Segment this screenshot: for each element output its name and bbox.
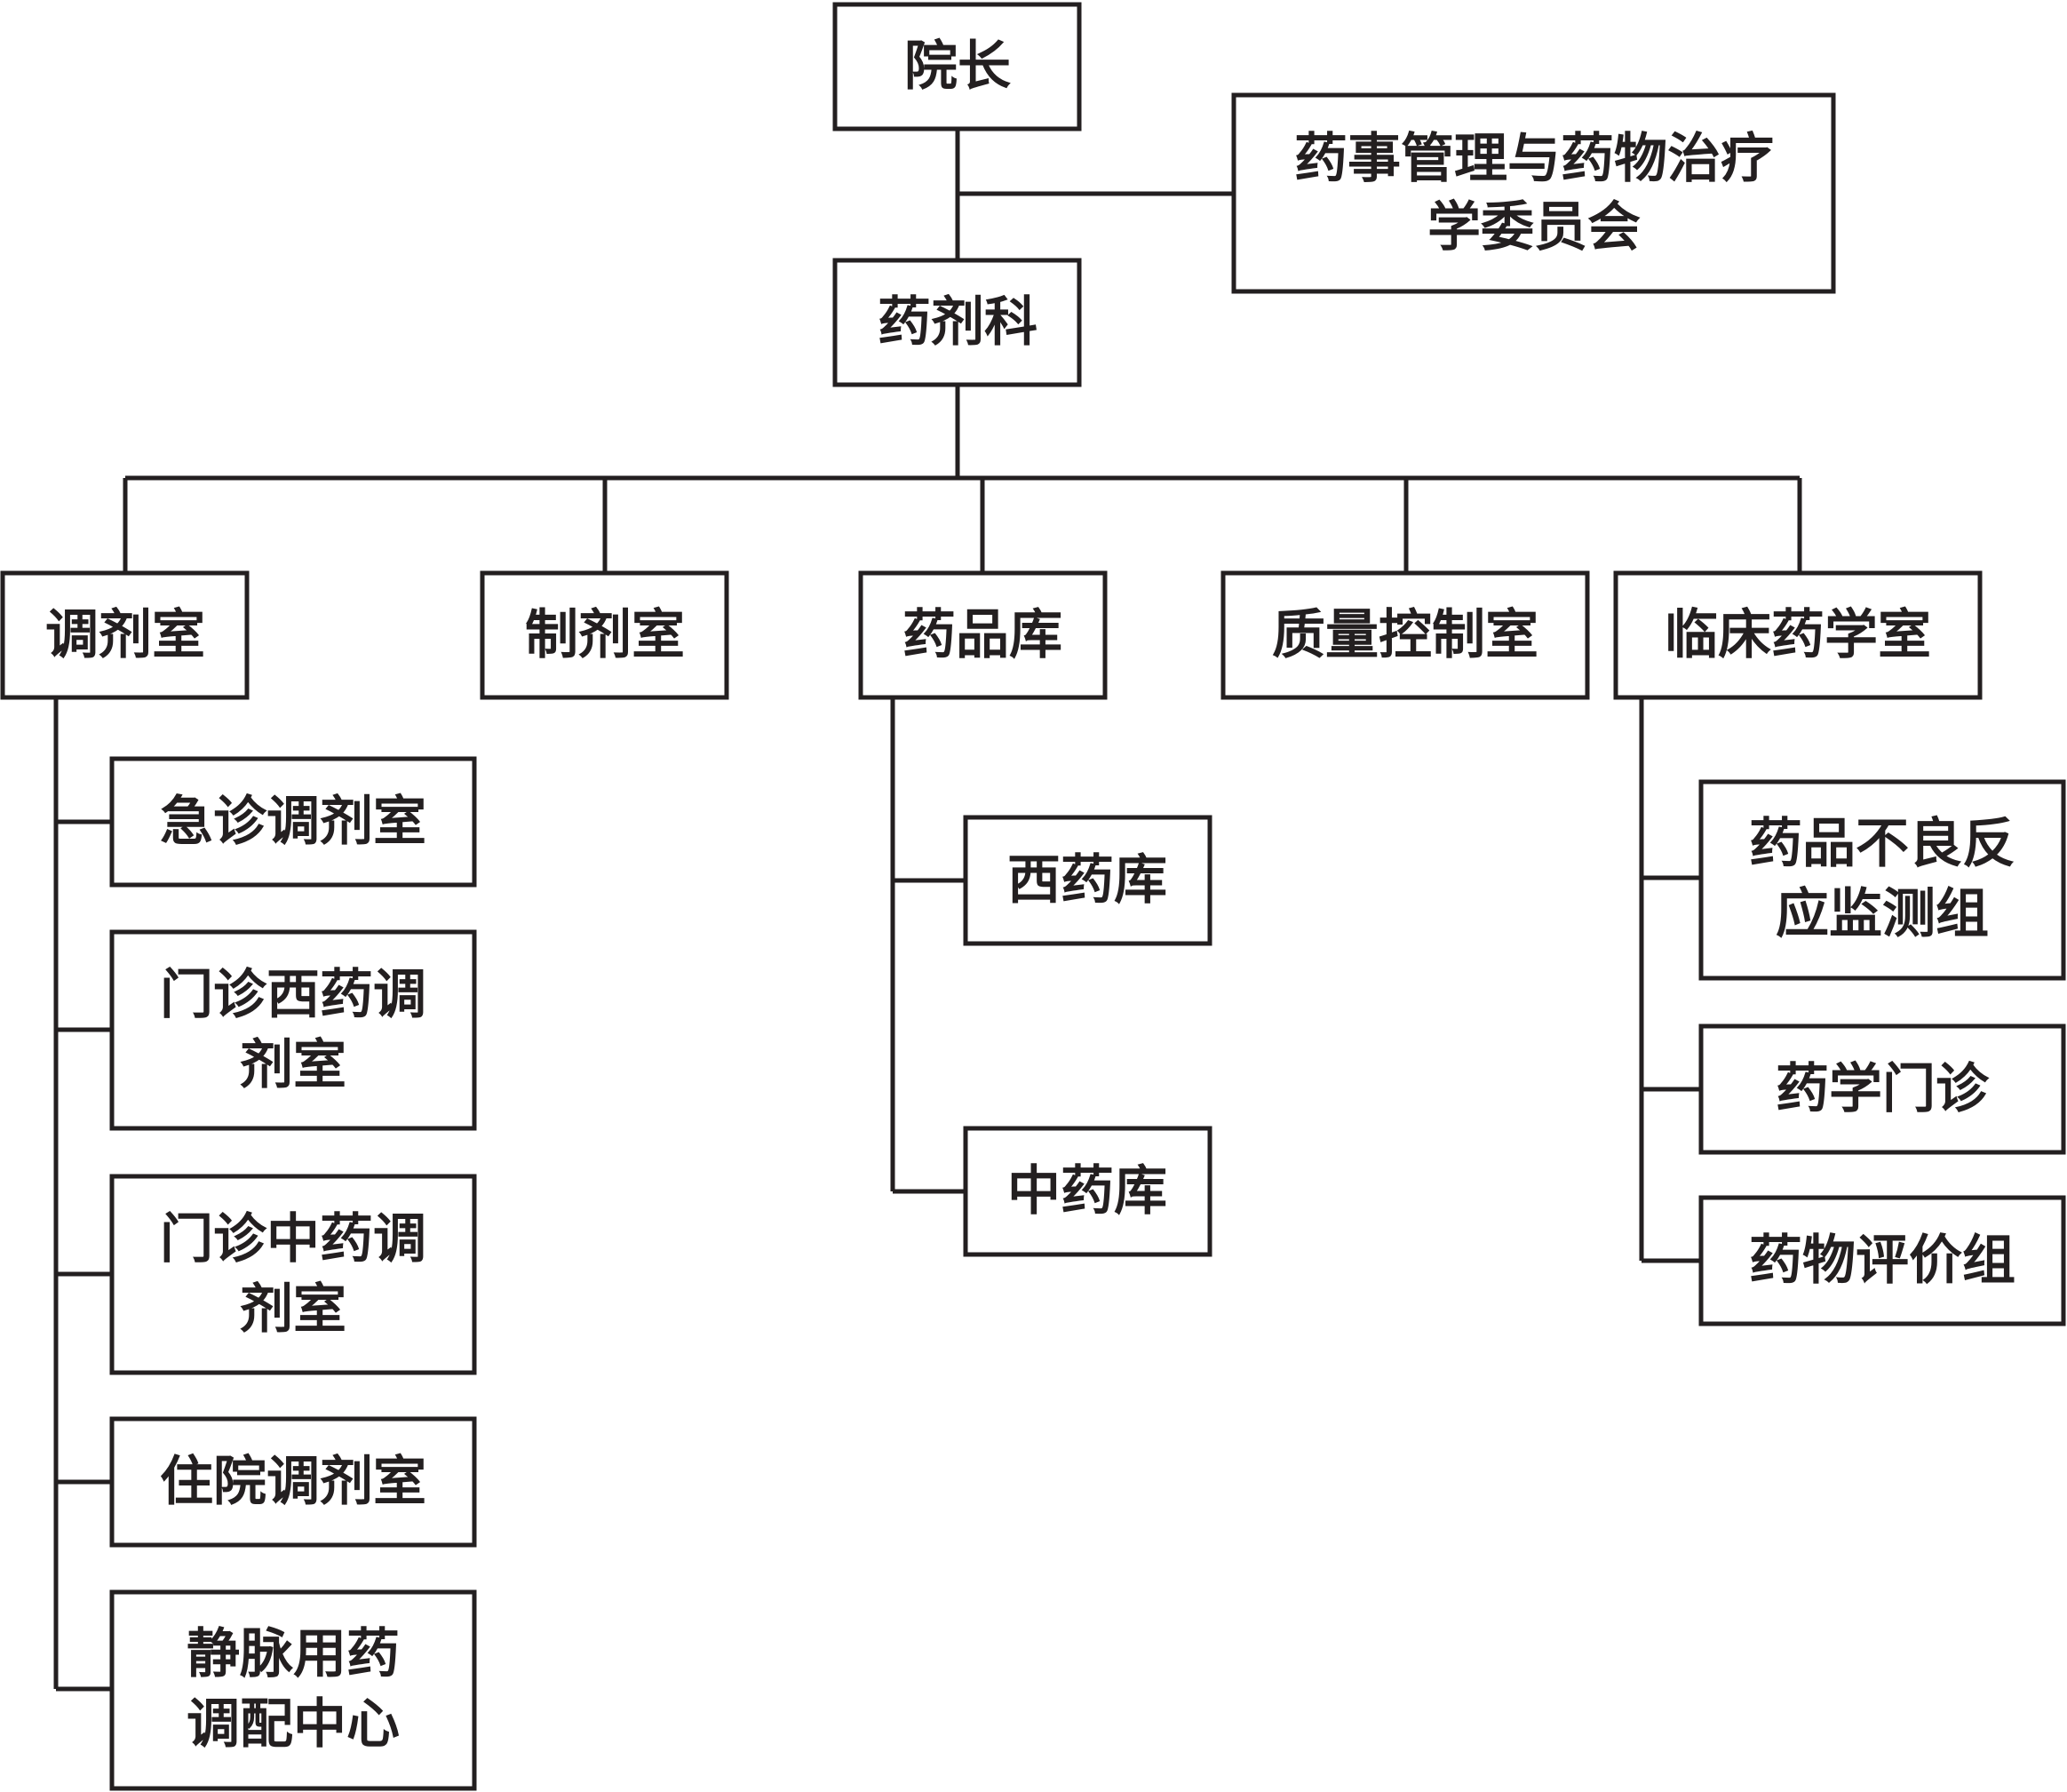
node-warehouse-label: 药品库 — [902, 604, 1062, 666]
node-quality: 质量控制室 — [1220, 570, 1590, 700]
node-outpatient-tcm: 门诊中药调 剂室 — [109, 1174, 477, 1375]
node-clinical: 临床药学室 — [1613, 570, 1983, 700]
node-pharm-clinic-label: 药学门诊 — [1776, 1058, 1990, 1120]
node-western-store-label: 西药库 — [1007, 849, 1167, 912]
node-western-store: 西药库 — [963, 815, 1212, 946]
node-iv-center: 静脉用药 调配中心 — [109, 1589, 477, 1791]
node-outpatient-tcm-line-2: 剂室 — [240, 1278, 346, 1341]
node-clinical-label: 临床药学室 — [1665, 604, 1931, 666]
node-iv-center-line-1: 静脉用药 — [187, 1623, 400, 1685]
node-pharmacy-label: 药剂科 — [878, 291, 1037, 354]
connectors — [53, 129, 1802, 1692]
node-president: 院长 — [832, 2, 1082, 131]
node-outpatient-tcm-line-1: 门诊中药调 — [160, 1208, 426, 1270]
node-committee-line-1: 药事管理与药物治疗 — [1294, 128, 1774, 190]
node-emergency: 急诊调剂室 — [109, 756, 477, 888]
node-iv-center-line-2: 调配中心 — [187, 1693, 400, 1756]
node-quality-label: 质量控制室 — [1272, 604, 1538, 666]
node-warehouse: 药品库 — [858, 570, 1108, 700]
node-tcm-store: 中药库 — [963, 1126, 1212, 1257]
node-preparation-label: 制剂室 — [525, 604, 685, 666]
node-tcm-store-label: 中药库 — [1007, 1160, 1167, 1223]
node-emergency-label: 急诊调剂室 — [160, 791, 426, 853]
node-preparation: 制剂室 — [480, 570, 729, 700]
node-pharm-clinic: 药学门诊 — [1698, 1023, 2066, 1155]
node-drug-eval: 药物评价组 — [1698, 1195, 2066, 1326]
node-drug-eval-label: 药物评价组 — [1749, 1230, 2015, 1292]
node-outpatient-western-line-1: 门诊西药调 — [160, 964, 426, 1026]
node-adr-group: 药品不良反 应监测组 — [1698, 779, 2066, 981]
node-outpatient-western: 门诊西药调 剂室 — [109, 929, 477, 1131]
node-inpatient: 住院调剂室 — [109, 1416, 477, 1548]
node-inpatient-label: 住院调剂室 — [160, 1451, 426, 1513]
node-president-label: 院长 — [904, 36, 1011, 98]
node-committee-line-2: 学委员会 — [1427, 196, 1641, 259]
node-pharmacy: 药剂科 — [832, 258, 1082, 387]
node-dispensing: 调剂室 — [0, 570, 250, 700]
node-adr-group-line-1: 药品不良反 — [1749, 813, 2015, 875]
node-committee: 药事管理与药物治疗 学委员会 — [1231, 92, 1836, 294]
node-adr-group-line-2: 应监测组 — [1776, 883, 1989, 945]
node-dispensing-label: 调剂室 — [45, 604, 205, 666]
node-outpatient-western-line-2: 剂室 — [240, 1034, 346, 1096]
